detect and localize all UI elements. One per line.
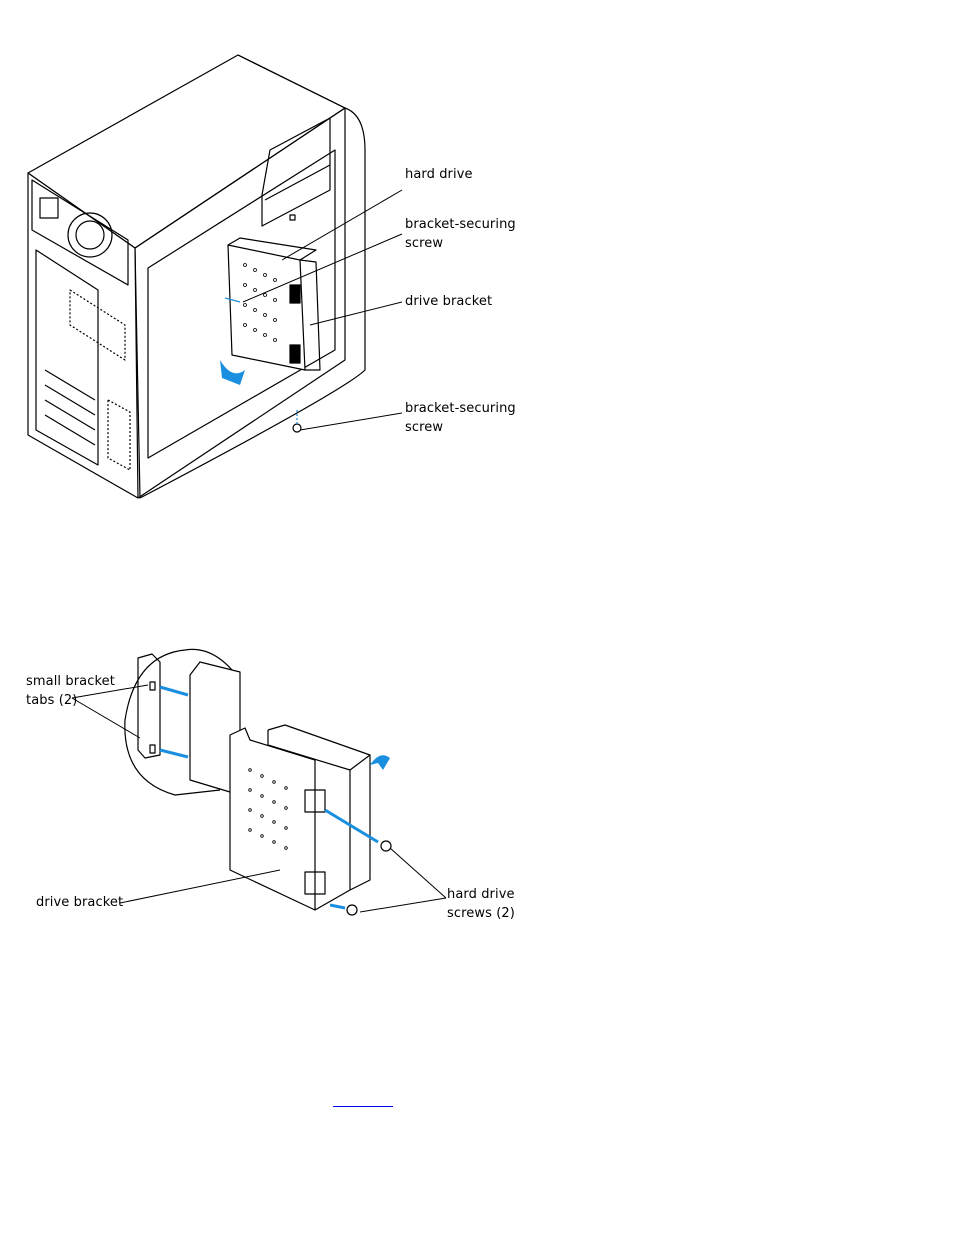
- label-hard-drive-screws-line1: hard drive: [447, 885, 515, 904]
- label-bracket-screw-bottom-line2: screw: [405, 418, 443, 437]
- label-small-bracket-tabs-line2: tabs (2): [26, 691, 77, 710]
- label-drive-bracket: drive bracket: [405, 292, 492, 311]
- label-small-bracket-tabs-line1: small bracket: [26, 672, 115, 691]
- chassis-illustration: [0, 40, 540, 510]
- label-hard-drive: hard drive: [405, 165, 473, 184]
- label-bracket-screw-top-line2: screw: [405, 234, 443, 253]
- label-bracket-screw-top-line1: bracket-securing: [405, 215, 516, 234]
- label-hard-drive-screws-line2: screws (2): [447, 904, 515, 923]
- label-bracket-screw-bottom-line1: bracket-securing: [405, 399, 516, 418]
- procedure-link[interactable]: [333, 1090, 393, 1106]
- figure-chassis-hard-drive: hard drive bracket-securing screw drive …: [0, 40, 540, 510]
- figure-drive-bracket-detail: small bracket tabs (2) drive bracket har…: [0, 640, 540, 940]
- label-drive-bracket-2: drive bracket: [36, 893, 123, 912]
- procedure-link-anchor[interactable]: [333, 1090, 393, 1107]
